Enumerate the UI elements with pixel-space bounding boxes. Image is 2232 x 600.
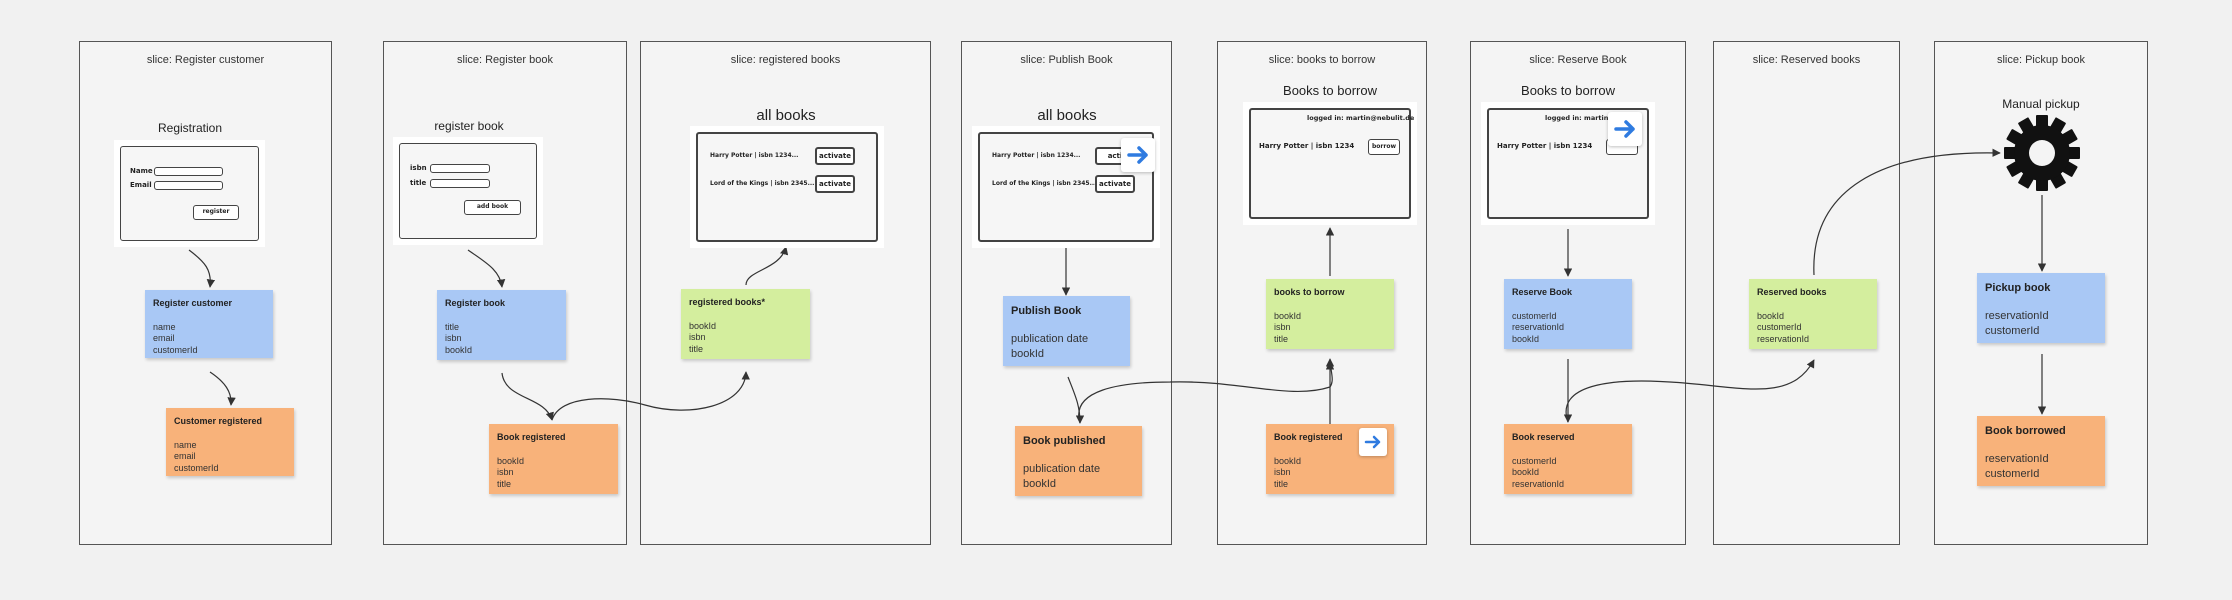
sticky-registered-books: registered books* bookId isbn title	[681, 289, 810, 359]
register-book-title: register book	[434, 119, 504, 133]
slice-title: slice: Reserve Book	[1529, 54, 1627, 66]
book-row-1: Harry Potter | isbn 1234...	[710, 152, 799, 159]
arrow-registered-books-to-all-books	[745, 246, 789, 286]
book-row-2: Lord of the Kings | isbn 2345...	[710, 180, 815, 187]
books-to-borrow-wireframe-2: logged in: martin Harry Potter | isbn 12…	[1481, 102, 1655, 225]
arrow-registration-to-register-customer	[188, 249, 216, 288]
arrow-right-icon	[1614, 120, 1635, 138]
email-label: Email	[130, 181, 152, 189]
book-row-2: Lord of the Kings | isbn 2345...	[992, 180, 1097, 187]
books-to-borrow-wireframe: logged in: martin@nebulit.de Harry Potte…	[1243, 102, 1417, 225]
arrow-publish-book-to-book-published	[1067, 376, 1085, 424]
all-books-title-2: all books	[1037, 107, 1097, 124]
email-field[interactable]	[154, 181, 223, 190]
sticky-book-borrowed: Book borrowed reservationId customerId	[1977, 416, 2105, 486]
sticky-register-customer: Register customer name email customerId	[145, 290, 273, 358]
arrow-book-reserved-to-reserved-books	[1565, 359, 1815, 423]
borrow-button[interactable]: borrow	[1368, 139, 1400, 155]
registration-wireframe: Name Email register	[114, 140, 265, 247]
all-books-title: all books	[756, 107, 816, 124]
gear-icon	[2002, 113, 2082, 193]
sticky-pickup-book: Pickup book reservationId customerId	[1977, 273, 2105, 343]
link-arrow-icon[interactable]	[1608, 112, 1642, 146]
arrow-reserved-books-to-manual-pickup	[1813, 148, 2001, 276]
slice-title: slice: Register book	[457, 54, 553, 66]
register-button[interactable]: register	[193, 205, 239, 220]
slice-title: slice: Publish Book	[1020, 54, 1113, 66]
name-field[interactable]	[154, 167, 223, 176]
add-book-button[interactable]: add book	[464, 200, 521, 215]
slice-title: slice: Reserved books	[1752, 54, 1861, 66]
sticky-register-book: Register book title isbn bookId	[437, 290, 566, 360]
arrow-right-icon	[1364, 435, 1381, 449]
activate-button[interactable]: activate	[815, 147, 855, 165]
name-label: Name	[130, 167, 153, 175]
slice-title: slice: books to borrow	[1268, 54, 1376, 66]
sticky-books-to-borrow: books to borrow bookId isbn title	[1266, 279, 1394, 349]
registration-title: Registration	[157, 121, 223, 135]
activate-button[interactable]: activate	[815, 175, 855, 193]
slice-title: slice: registered books	[730, 54, 841, 66]
book-row-1: Harry Potter | isbn 1234...	[992, 152, 1081, 159]
activate-button[interactable]: activate	[1095, 175, 1135, 193]
arrow-register-book-to-book-registered	[501, 372, 554, 421]
arrow-register-customer-to-customer-registered	[209, 371, 236, 406]
sticky-reserved-books: Reserved books bookId customerId reserva…	[1749, 279, 1877, 349]
sticky-reserve-book: Reserve Book customerId reservationId bo…	[1504, 279, 1632, 349]
title-field[interactable]	[430, 179, 490, 188]
logged-in-label: logged in: martin	[1545, 114, 1609, 122]
all-books-wireframe: Harry Potter | isbn 1234... activate Lor…	[690, 126, 884, 248]
sticky-book-published: Book published publication date bookId	[1015, 426, 1142, 496]
sticky-publish-book: Publish Book publication date bookId	[1003, 296, 1130, 366]
arrow-right-icon	[1127, 146, 1148, 164]
sticky-book-registered: Book registered bookId isbn title	[489, 424, 618, 494]
arrow-book-published-to-books-to-borrow	[1078, 358, 1335, 424]
slice-title: slice: Pickup book	[1996, 54, 2086, 66]
isbn-label: isbn	[410, 164, 427, 172]
logged-in-label: logged in: martin@nebulit.de	[1307, 114, 1415, 122]
title-label: title	[410, 179, 427, 187]
sticky-customer-registered: Customer registered name email customerI…	[166, 408, 294, 476]
link-arrow-icon[interactable]	[1121, 138, 1155, 172]
slice-title: slice: Register customer	[146, 54, 265, 66]
books-to-borrow-title-2: Books to borrow	[1521, 83, 1615, 98]
arrow-register-book-wf-to-command	[467, 249, 506, 288]
arrow-book-registered-to-registered-books	[551, 371, 750, 421]
books-to-borrow-title: Books to borrow	[1283, 83, 1377, 98]
isbn-field[interactable]	[430, 164, 490, 173]
register-book-wireframe: isbn title add book	[393, 137, 543, 245]
manual-pickup-title: Manual pickup	[2002, 97, 2080, 111]
book-row-1: Harry Potter | isbn 1234	[1259, 142, 1355, 150]
book-row-1: Harry Potter | isbn 1234	[1497, 142, 1593, 150]
sticky-book-reserved: Book reserved customerId bookId reservat…	[1504, 424, 1632, 494]
link-arrow-icon[interactable]	[1359, 428, 1387, 456]
